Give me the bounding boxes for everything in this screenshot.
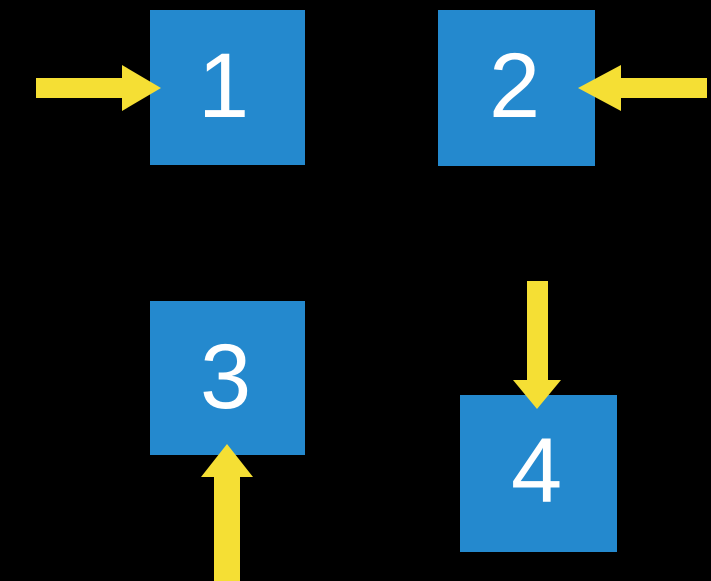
arrow-left-into-node-2-icon — [577, 64, 707, 112]
arrow-down-into-node-4-icon — [511, 281, 563, 410]
node-box-1[interactable] — [150, 10, 305, 165]
arrow-right-into-node-1-icon — [36, 64, 162, 112]
arrow-up-into-node-3-icon — [190, 444, 264, 581]
node-box-3[interactable] — [150, 301, 305, 455]
node-box-4[interactable] — [460, 395, 617, 552]
node-box-2[interactable] — [438, 10, 595, 166]
